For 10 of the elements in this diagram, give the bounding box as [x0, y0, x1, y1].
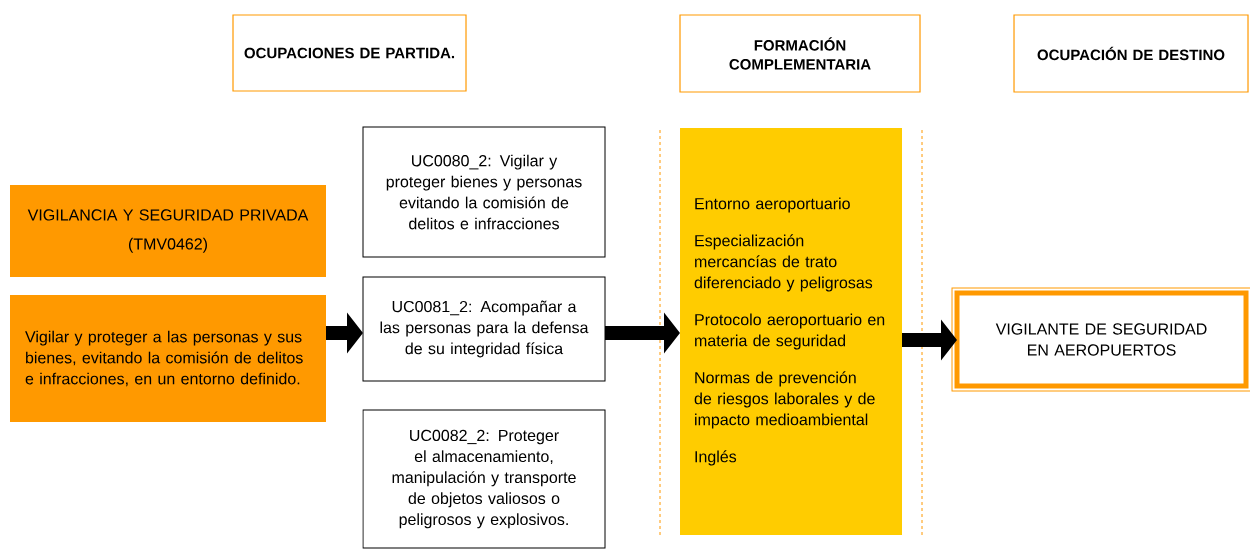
training-box: Entorno aeroportuario Especialización mercancías de trato diferenciado y peligrosas Protocolo aeroportuario en materia de seguridad Normas de prevención de riesgos laborales y de impacto medioambiental Inglés — [680, 128, 902, 535]
unit-box: UC0081_2: Acompañar a las personas para la defensa de su integridad física — [362, 276, 606, 382]
column-header: OCUPACIONES DE PARTIDA. — [232, 14, 467, 92]
column-header: FORMACIÓN COMPLEMENTARIA — [679, 14, 921, 93]
destination-box: VIGILANTE DE SEGURIDAD EN AEROPUERTOS — [951, 287, 1250, 392]
column-header: OCUPACIÓN DE DESTINO — [1013, 14, 1249, 93]
unit-box: UC0082_2: Proteger el almacenamiento, manipulación y transporte de objetos valiosos o peligrosos y explosivos. — [362, 409, 606, 549]
unit-box: UC0080_2: Vigilar y proteger bienes y personas evitando la comisión de delitos e infracciones — [362, 126, 606, 258]
qualification-box: VIGILANCIA Y SEGURIDAD PRIVADA (TMV0462) — [10, 185, 326, 277]
description-box: Vigilar y proteger a las personas y sus bienes, evitando la comisión de delitos e infracciones, en un entorno definido. — [10, 295, 326, 422]
